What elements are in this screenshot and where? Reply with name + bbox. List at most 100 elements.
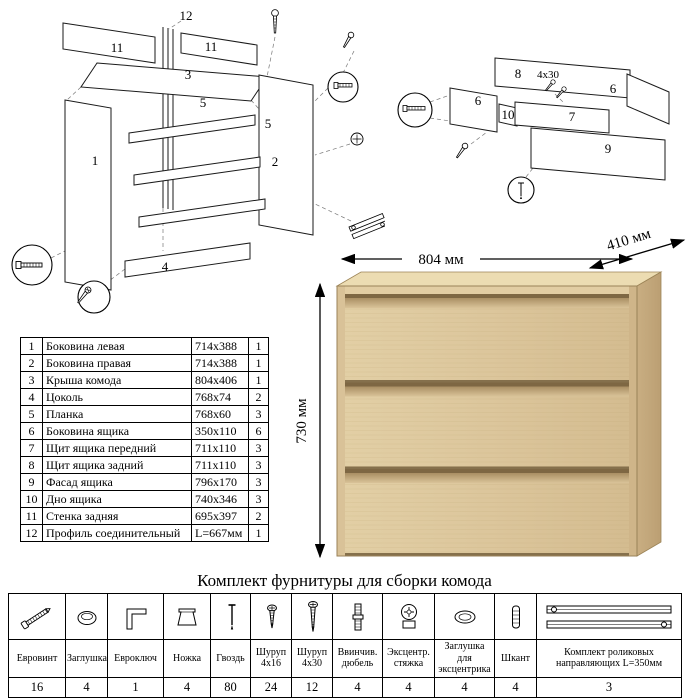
plinth-shape (124, 242, 251, 278)
part-name: Боковина левая (42, 337, 192, 355)
hardware-item-qty: 1 (107, 676, 164, 698)
part-size: 711x110 (191, 439, 249, 457)
height-dimension-label: 730 мм (294, 398, 310, 444)
part-name: Щит ящика задний (42, 456, 192, 474)
part-label-6: 6 (610, 81, 617, 96)
back-panel-right-shape (180, 32, 258, 66)
cabinet-panels (62, 22, 314, 291)
wooden-dowel-icon (512, 605, 520, 628)
hardware-kit-title: Комплект фурнитуры для сборки комода (197, 571, 492, 590)
part-labels: 8 4x30 6 6 10 7 9 (475, 66, 617, 156)
cam-lock-glyph (350, 132, 364, 146)
drawer-side-left-shape (449, 87, 498, 133)
part-label-3: 3 (185, 67, 192, 82)
part-qty: 3 (248, 473, 269, 491)
hardware-item-name: Заглушка для эксцентрика (434, 639, 495, 678)
screw-icon (271, 9, 279, 34)
rail-shape (138, 198, 266, 228)
connector-profile-shape (162, 27, 174, 210)
hardware-icon-cell (107, 593, 164, 640)
hardware-item-qty: 4 (434, 676, 495, 698)
screw-4x16-icon (267, 604, 277, 628)
part-number: 11 (20, 507, 43, 525)
euroscrew-icon (20, 607, 51, 629)
drawer-front-shield-shape (514, 101, 610, 134)
hardware-item-qty: 24 (250, 676, 292, 698)
screw-icon (556, 86, 567, 99)
part-qty: 1 (248, 337, 269, 355)
part-label-5: 5 (265, 116, 272, 131)
hardware-item-qty: 16 (8, 676, 66, 698)
screw-icon (545, 79, 556, 92)
part-size: 695x397 (191, 507, 249, 525)
screw-icon (77, 286, 92, 304)
hardware-item-qty: 4 (382, 676, 435, 698)
part-number: 1 (20, 337, 43, 355)
part-label-5: 5 (200, 95, 207, 110)
carcass-top-rail (345, 286, 629, 294)
part-number: 4 (20, 388, 43, 406)
hardware-item-name: Эксцентр. стяжка (382, 639, 435, 678)
part-qty: 2 (248, 507, 269, 525)
hardware-item-qty: 3 (536, 676, 682, 698)
euroscrew-glyph (402, 105, 426, 112)
part-name: Щит ящика передний (42, 439, 192, 457)
drawer-facade-shape (530, 127, 666, 181)
drawer-slide-glyph (348, 212, 385, 240)
part-number: 9 (20, 473, 43, 491)
part-label-10: 10 (502, 107, 515, 122)
hardware-icon-cell (434, 593, 495, 640)
screw-size-note: 4x30 (537, 69, 560, 81)
hardware-icons-row (8, 593, 682, 640)
hardware-item-name: Ввинчив. дюбель (332, 639, 383, 678)
drawer-front (345, 294, 629, 383)
hardware-item-name: Гвоздь (210, 639, 251, 678)
part-name: Крыша комода (42, 371, 192, 389)
hardware-item-qty: 4 (494, 676, 537, 698)
hardware-item-name: Шкант (494, 639, 537, 678)
part-name: Стенка задняя (42, 507, 192, 525)
hardware-item-qty: 4 (332, 676, 383, 698)
hardware-icon-cell (332, 593, 383, 640)
dresser-outline (336, 285, 638, 557)
part-number: 12 (20, 524, 43, 542)
part-name: Профиль соединительный (42, 524, 192, 542)
part-size: 714x388 (191, 337, 249, 355)
top-panel-shape (80, 62, 268, 102)
carcass-stile-left (337, 286, 345, 556)
part-size: 350x110 (191, 422, 249, 440)
cabinet-exploded-diagram: 12 11 11 3 5 5 1 2 4 (11, 8, 385, 314)
hardware-item-qty: 4 (163, 676, 211, 698)
part-qty: 2 (248, 388, 269, 406)
hardware-icon-cell (163, 593, 211, 640)
part-label-1: 1 (92, 153, 99, 168)
part-label-4: 4 (162, 259, 169, 274)
part-labels: 12 11 11 3 5 5 1 2 4 (92, 8, 279, 274)
fastener-callouts (397, 79, 567, 204)
euroscrew-glyph (15, 261, 43, 269)
drawer-front (345, 382, 629, 469)
cap-icon (77, 610, 97, 625)
part-qty: 1 (248, 524, 269, 542)
hardware-item-qty: 80 (210, 676, 251, 698)
dresser-body (335, 271, 663, 557)
drawer-slides-icon (546, 605, 672, 628)
hardware-item-name: Евровинт (8, 639, 66, 678)
depth-dimension: 410 мм (588, 226, 686, 270)
part-qty: 1 (248, 354, 269, 372)
hardware-icon-cell (291, 593, 333, 640)
drawer-side-right-shape (626, 73, 670, 125)
hardware-icon-cell (536, 593, 682, 640)
part-label-12: 12 (180, 8, 193, 23)
part-qty: 3 (248, 439, 269, 457)
hardware-item-name: Заглушка (65, 639, 108, 678)
leg-icon (177, 608, 197, 625)
